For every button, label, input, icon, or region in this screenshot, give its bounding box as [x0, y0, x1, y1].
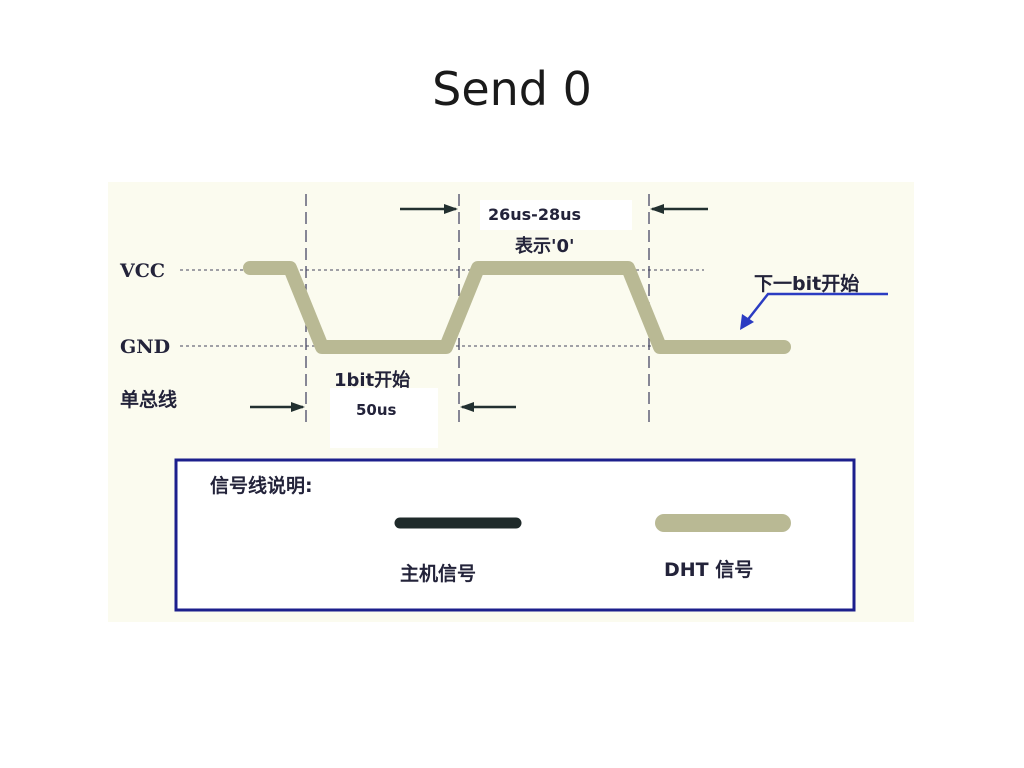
next-bit-arrow: [740, 292, 888, 330]
next-bit-label: 下一bit开始: [754, 272, 859, 295]
high-duration-arrow-right: [650, 204, 708, 214]
low-duration-patch: [330, 388, 438, 448]
high-meaning-label: 表示'0': [515, 235, 575, 257]
dht-signal-waveform: [243, 261, 791, 354]
legend-title: 信号线说明:: [210, 474, 313, 497]
low-duration-arrow-right: [460, 402, 516, 412]
high-duration-label: 26us-28us: [488, 205, 581, 224]
low-duration-label: 50us: [356, 401, 397, 419]
low-duration-arrow-left: [250, 402, 305, 412]
legend-host-label: 主机信号: [400, 562, 476, 585]
timing-diagram: VCC GND 单总线 26us-28us 表示'0' 1bit开始 50us …: [108, 182, 914, 622]
high-duration-arrow-left: [400, 204, 458, 214]
timing-diagram-svg: VCC GND 单总线 26us-28us 表示'0' 1bit开始 50us …: [108, 182, 914, 622]
vcc-label: VCC: [119, 260, 165, 282]
gnd-label: GND: [120, 336, 170, 358]
legend-box: [174, 458, 856, 612]
high-duration-patch: [480, 200, 632, 230]
bus-label: 单总线: [120, 388, 177, 411]
low-meaning-label: 1bit开始: [334, 369, 410, 391]
slide-title: Send 0: [432, 62, 592, 116]
legend-dht-label: DHT 信号: [664, 558, 753, 581]
